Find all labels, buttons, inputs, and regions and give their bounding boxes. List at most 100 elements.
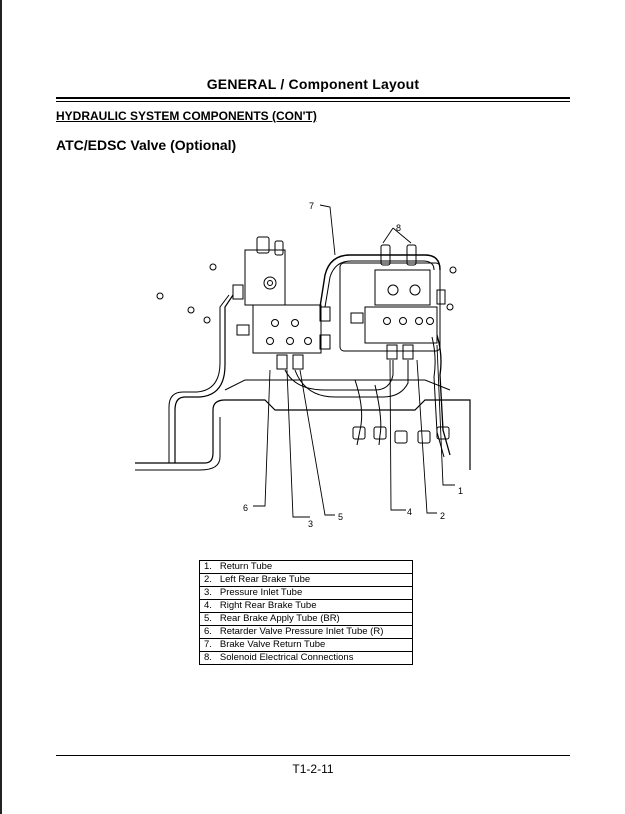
legend-label: Return Tube [219,561,273,572]
leader-3 [286,369,310,518]
footer-rule [56,755,570,756]
leader-2 [416,359,437,514]
left-valve-assembly [232,236,331,370]
right-valve-upper-block [374,269,431,306]
legend-row: 8. Solenoid Electrical Connections [199,651,413,665]
right-valve-fitting [436,289,446,305]
left-valve-upper-block [244,249,286,306]
leader-7 [319,204,336,256]
frame-inner [135,417,221,471]
legend-row: 7. Brake Valve Return Tube [199,638,413,652]
bolt-hole [449,266,457,274]
left-valve-port [304,337,312,345]
left-valve-solenoid [256,236,270,254]
return-tube-inner [431,336,445,458]
legend-row: 1. Return Tube [199,560,413,574]
left-valve-port [286,337,294,345]
left-valve-bottom-fitting [276,354,288,370]
left-valve-fitting [232,284,244,300]
leader-6 [253,369,271,507]
tube-end-fitting [417,430,431,444]
callout-number-5: 5 [338,512,343,522]
legend-row: 3. Pressure Inlet Tube [199,586,413,600]
bolt-hole [187,306,195,314]
legend-entry: 2. Left Rear Brake Tube [199,573,413,587]
right-valve-main-block [364,306,438,344]
legend-entry: 6. Retarder Valve Pressure Inlet Tube (R… [199,625,413,639]
leader-8 [382,227,412,244]
legend-entry: 5. Rear Brake Apply Tube (BR) [199,612,413,626]
legend-number: 1. [204,561,212,572]
left-supply-tube [174,294,234,463]
right-valve-port [383,317,391,325]
left-valve-fitting [319,334,331,350]
legend-label: Right Rear Brake Tube [219,600,317,611]
legend-entry: 3. Pressure Inlet Tube [199,586,413,600]
legend-number: 4. [204,600,212,611]
legend-number: 6. [204,626,212,637]
legend-number: 5. [204,613,212,624]
left-valve-port [263,276,277,290]
legend-entry: 4. Right Rear Brake Tube [199,599,413,613]
lower-tube-bundle [294,360,409,398]
right-valve-assembly [339,244,446,360]
callout-number-4: 4 [407,507,412,517]
callout-number-3: 3 [308,519,313,529]
subsection-title: ATC/EDSC Valve (Optional) [56,137,237,153]
brake-valve-return-tube-inner [324,260,435,308]
page-frame-edge [0,0,2,814]
section-title: HYDRAULIC SYSTEM COMPONENTS (CON'T) [56,109,317,123]
bolt-hole [203,316,211,324]
leader-5 [299,369,335,516]
lower-tube-bundle [374,384,382,446]
tube-end-fitting [373,426,387,440]
right-valve-port [387,284,399,296]
legend-label: Brake Valve Return Tube [219,639,326,650]
legend-row: 5. Rear Brake Apply Tube (BR) [199,612,413,626]
legend-entry: 1. Return Tube [199,560,413,574]
callout-number-2: 2 [440,511,445,521]
bolt-hole [156,292,164,300]
left-supply-tube-inner [168,294,230,463]
lower-tube-bundle [354,379,363,446]
return-tube [436,334,451,456]
legend-label: Retarder Valve Pressure Inlet Tube (R) [219,626,384,637]
tube-end-fitting [352,426,366,440]
legend-label: Left Rear Brake Tube [219,574,311,585]
callout-number-8: 8 [396,223,401,233]
right-valve-bottom-fitting [402,344,414,360]
legend-entry: 7. Brake Valve Return Tube [199,638,413,652]
legend-number: 7. [204,639,212,650]
right-valve-port [399,317,407,325]
header-rule-thick [56,97,570,99]
tube-end-fitting [394,430,408,444]
legend-label: Solenoid Electrical Connections [219,652,354,663]
left-valve-main-block [252,304,322,354]
callout-number-1: 1 [458,486,463,496]
page-header-title: GENERAL / Component Layout [206,76,420,92]
legend-label: Pressure Inlet Tube [219,587,303,598]
valve-diagram: 7 8 1 2 4 5 3 6 [135,201,471,529]
right-valve-port [409,284,421,296]
leader-1 [436,344,455,486]
left-valve-port [267,280,273,286]
callout-leaders [253,204,455,518]
tube-end-fitting [436,426,450,440]
left-valve-port [271,319,279,327]
left-valve-solenoid-2 [274,240,284,256]
lower-tube-bundle [284,360,394,391]
left-valve-port [291,319,299,327]
legend-row: 4. Right Rear Brake Tube [199,599,413,613]
left-valve-port [266,337,274,345]
right-valve-bottom-fitting [386,344,398,360]
legend-entry: 8. Solenoid Electrical Connections [199,651,413,665]
callout-number-6: 6 [243,503,248,513]
legend-number: 2. [204,574,212,585]
bolt-hole [446,303,454,311]
brake-valve-return-tube [319,254,441,308]
frame-crossmember [224,379,451,391]
left-valve-bottom-fitting [292,354,304,370]
right-valve-port [415,317,423,325]
parts-legend-table: 1. Return Tube 2. Left Rear Brake Tube 3… [199,560,413,665]
legend-row: 6. Retarder Valve Pressure Inlet Tube (R… [199,625,413,639]
